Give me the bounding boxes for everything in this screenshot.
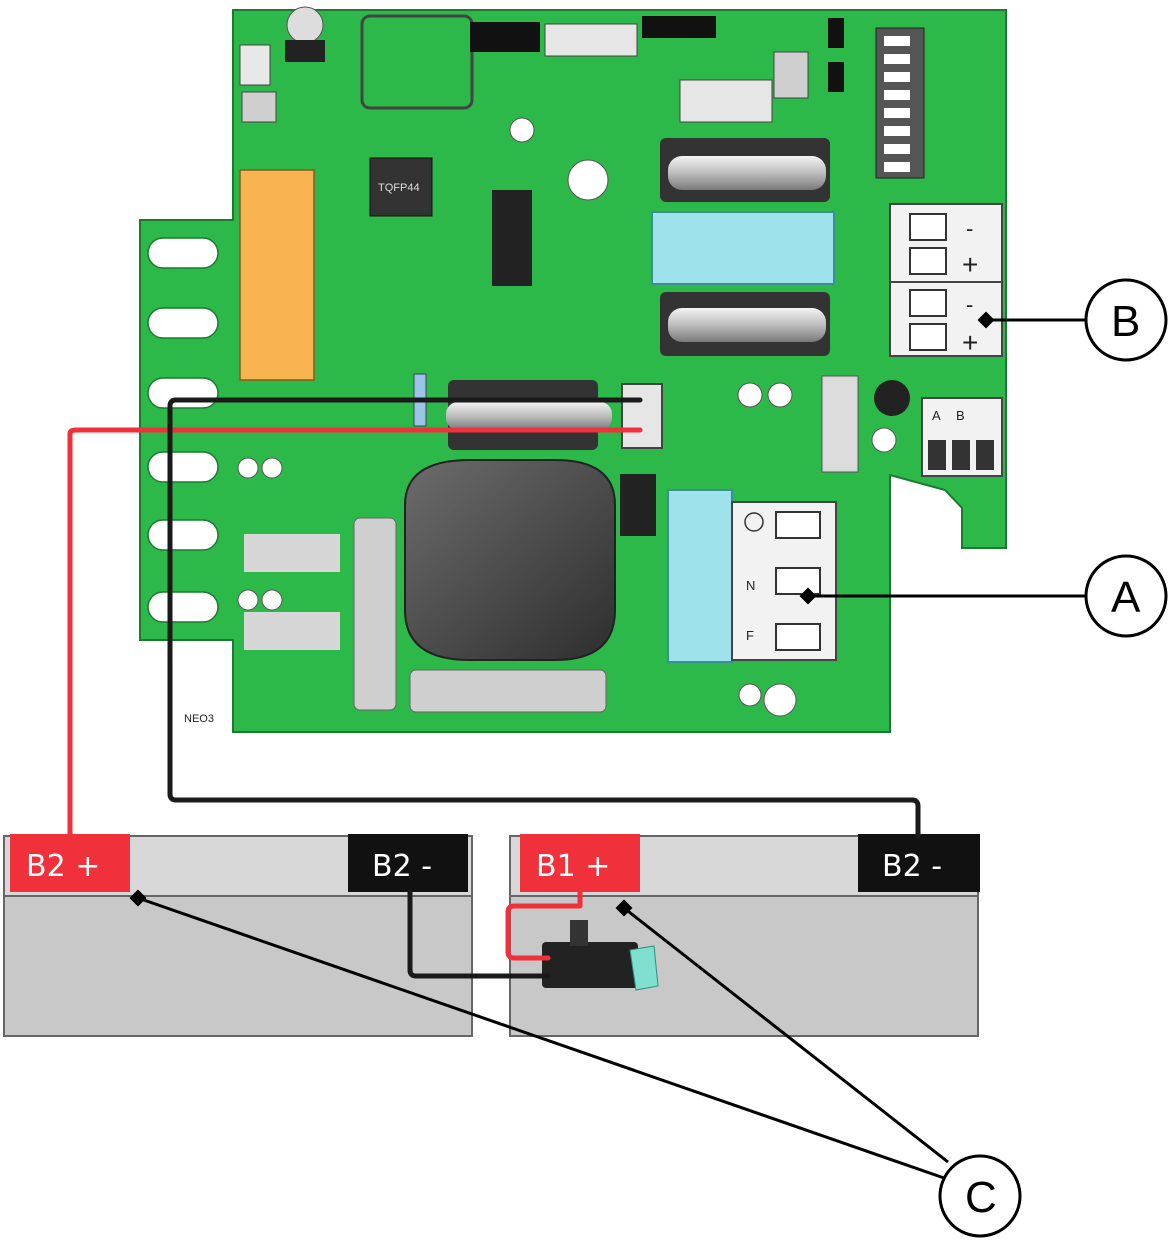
callout-a-label: A <box>1111 573 1141 622</box>
dc-sign-4: + <box>962 327 978 358</box>
black-wire-link <box>407 889 551 979</box>
fuse-top <box>660 138 830 202</box>
relay <box>239 169 315 381</box>
microcontroller <box>369 157 433 217</box>
callout-a: A <box>799 554 1168 638</box>
terminal-b2-negative <box>348 834 468 892</box>
inline-fuse-holder <box>542 920 659 991</box>
mains-terminal-block: N F <box>731 501 837 661</box>
ground-icon <box>744 512 764 532</box>
wiring <box>67 397 921 979</box>
fuse-bottom <box>660 292 830 356</box>
battery-connector <box>621 383 663 449</box>
mains-label-f: F <box>746 628 754 643</box>
chip-label: TQFP44 <box>378 182 420 194</box>
battery-fuse <box>446 402 612 430</box>
red-wire-link <box>505 889 583 961</box>
terminal-b2-positive-label: B2 + <box>26 849 100 884</box>
terminal-b2-negative-label: B2 - <box>372 849 432 884</box>
dc-sign-3: - <box>966 292 973 317</box>
board-model-label: NEO3 <box>184 713 214 725</box>
terminal-label-a: A <box>932 408 941 423</box>
potentiometer <box>286 6 324 44</box>
pin-header <box>492 190 532 286</box>
dc-sign-1: - <box>966 216 973 241</box>
terminal-b1-positive-label: B1 + <box>536 849 610 884</box>
red-wire-main <box>67 427 643 839</box>
mains-label-n: N <box>746 578 755 593</box>
callout-b: B <box>977 278 1168 362</box>
terminal-b2-positive <box>10 834 130 892</box>
callout-c: C <box>129 889 1022 1238</box>
dip-switch <box>875 27 925 179</box>
capacitor-blue <box>651 211 835 285</box>
terminal-b2-negative-right <box>858 834 980 892</box>
terminal-label-b: B <box>956 408 965 423</box>
dc-terminal-block: - + - + <box>889 203 1003 358</box>
black-wire-main <box>167 397 921 839</box>
battery-left: B2 + B2 - <box>3 834 473 1037</box>
inductor <box>404 459 616 661</box>
pcb-board: TQFP44 <box>139 6 1007 733</box>
callout-c-label: C <box>965 1173 997 1222</box>
ribbon-connector <box>360 14 474 110</box>
mounting-holes <box>237 117 897 717</box>
terminal-b2-negative-right-label: B2 - <box>882 849 942 884</box>
dc-sign-2: + <box>962 249 978 280</box>
terminal-b1-positive <box>520 834 640 892</box>
ab-terminal-block: A B <box>921 397 1003 477</box>
callout-b-label: B <box>1111 297 1140 346</box>
